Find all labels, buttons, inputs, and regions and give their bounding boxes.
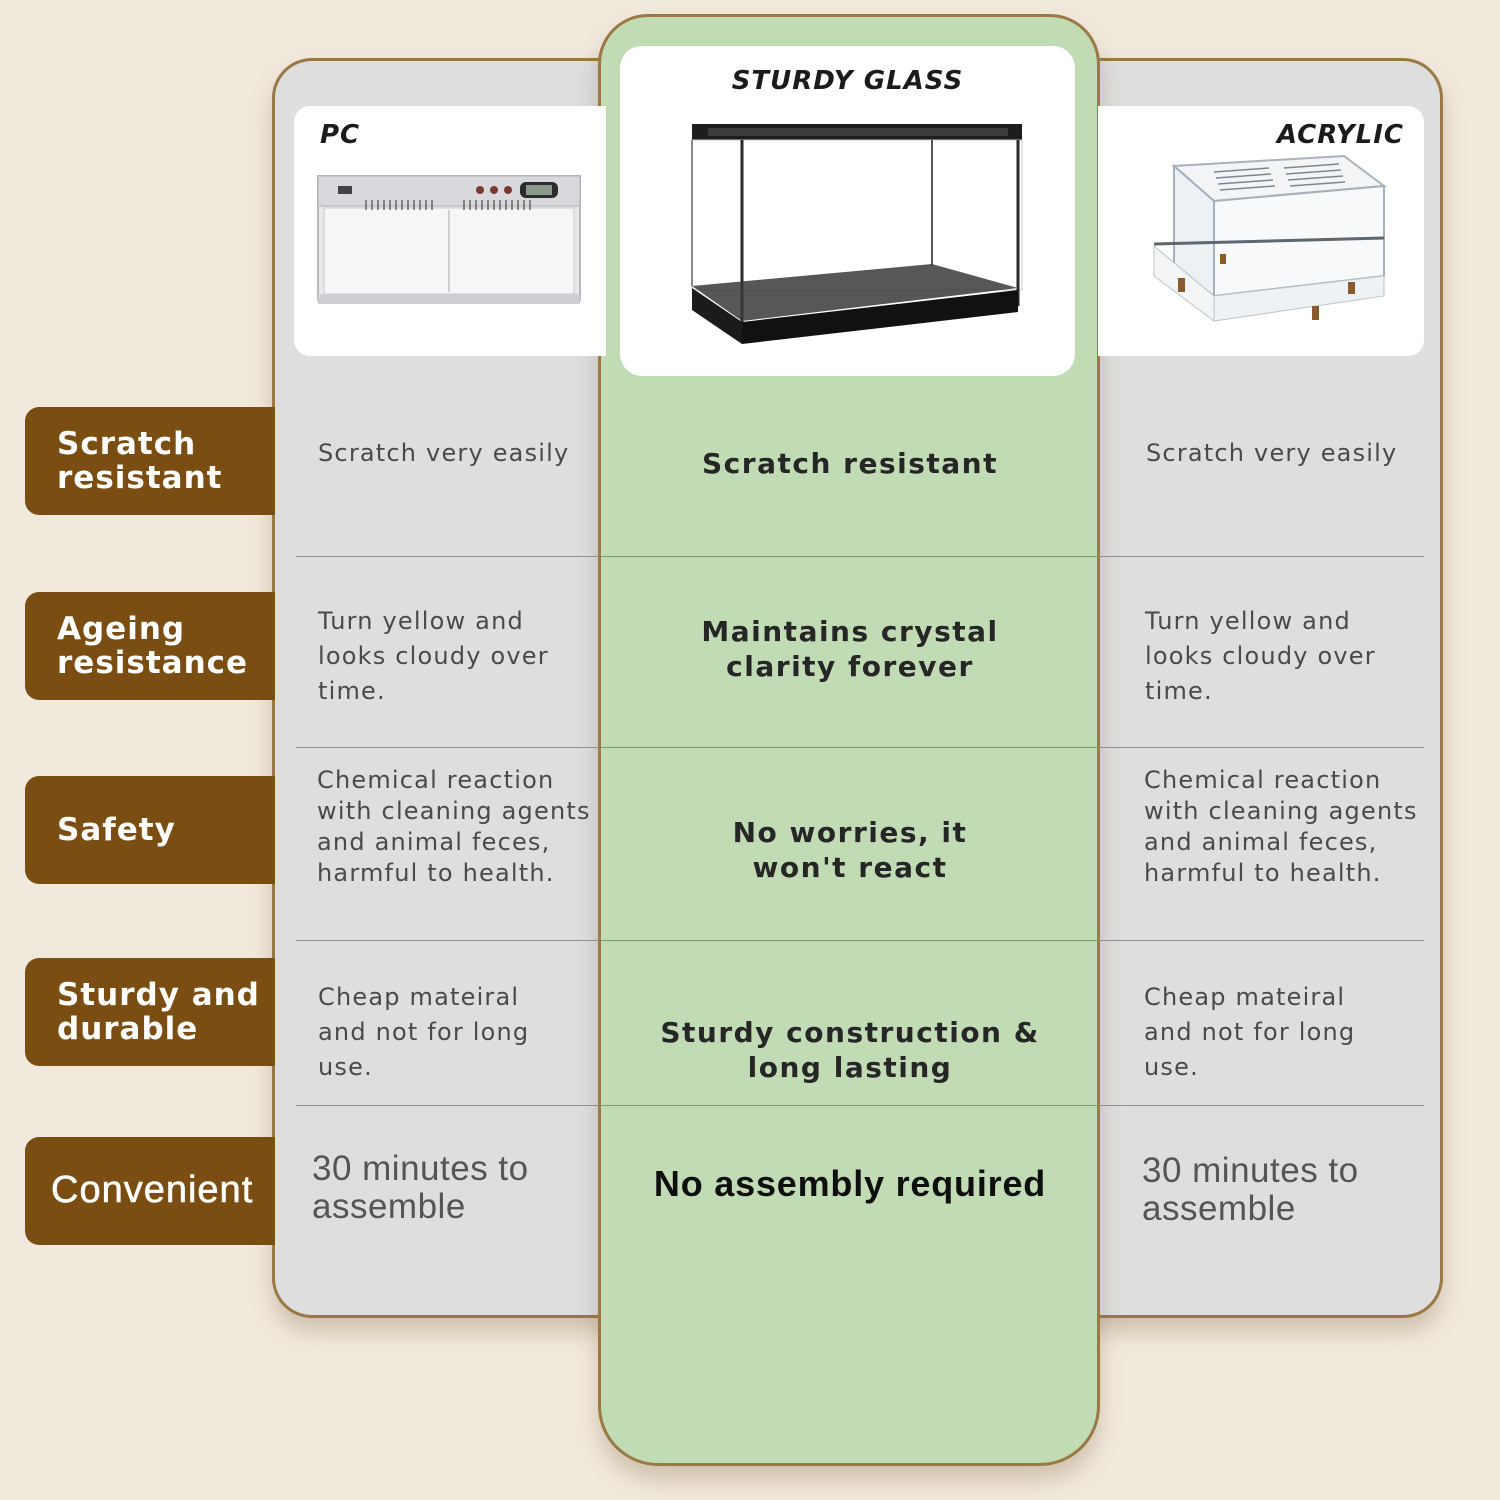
pc-durable-cell: Cheap mateiral and not for long use. <box>318 983 530 1081</box>
pc-convenient-cell: 30 minutes to assemble <box>312 1149 529 1226</box>
row-divider <box>1098 747 1424 748</box>
acrylic-enclosure-image <box>1153 154 1387 322</box>
row-divider <box>296 940 600 941</box>
pc-scratch-cell: Scratch very easily <box>318 439 570 467</box>
row-divider <box>1098 940 1424 941</box>
glass-ageing-cell: Maintains crystal clarity forever <box>701 615 999 683</box>
row-divider <box>1098 1105 1424 1106</box>
acrylic-column-title: ACRYLIC <box>1276 120 1404 150</box>
row-divider <box>296 1105 600 1106</box>
glass-convenient-cell: No assembly required <box>653 1163 1047 1204</box>
acrylic-ageing-cell: Turn yellow and looks cloudy over time. <box>1145 607 1376 705</box>
pc-product-card: PC <box>294 106 606 356</box>
acrylic-convenient-cell: 30 minutes to assemble <box>1142 1151 1359 1228</box>
row-divider <box>600 747 1098 748</box>
pc-safety-cell: Chemical reaction with cleaning agents a… <box>317 766 591 887</box>
glass-durable-cell: Sturdy construction & long lasting <box>660 1016 1040 1084</box>
acrylic-safety-cell: Chemical reaction with cleaning agents a… <box>1144 766 1418 887</box>
glass-column-title: STURDY GLASS <box>731 66 964 96</box>
glass-tank-image <box>691 124 1023 344</box>
row-divider <box>600 1105 1098 1106</box>
pc-column-title: PC <box>320 120 361 150</box>
row-label-safety: Safety <box>25 776 275 884</box>
glass-safety-cell: No worries, it won't react <box>732 816 968 884</box>
row-divider <box>600 556 1098 557</box>
row-divider <box>1098 556 1424 557</box>
acrylic-durable-cell: Cheap mateiral and not for long use. <box>1144 983 1356 1081</box>
acrylic-scratch-cell: Scratch very easily <box>1146 439 1398 467</box>
row-label-sturdy-durable: Sturdy and durable <box>25 958 275 1066</box>
pc-terrarium-image <box>317 175 581 304</box>
row-label-scratch-resistant: Scratch resistant <box>25 407 275 515</box>
pc-ageing-cell: Turn yellow and looks cloudy over time. <box>318 607 549 705</box>
row-divider <box>600 940 1098 941</box>
row-divider <box>296 556 600 557</box>
glass-product-card: STURDY GLASS <box>620 46 1075 376</box>
row-label-ageing-resistance: Ageing resistance <box>25 592 275 700</box>
row-divider <box>296 747 600 748</box>
glass-scratch-cell: Scratch resistant <box>702 447 998 480</box>
row-label-convenient: Convenient <box>25 1137 275 1245</box>
acrylic-product-card: ACRYLIC <box>1098 106 1424 356</box>
